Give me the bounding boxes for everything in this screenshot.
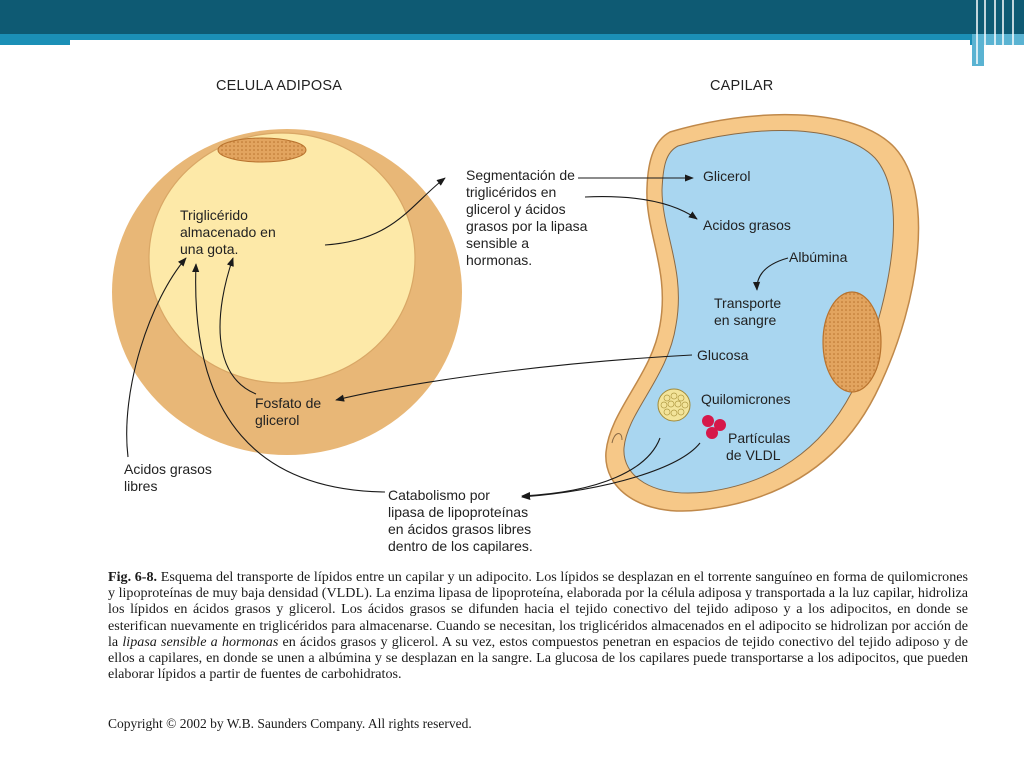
chylomicron-texture: [660, 392, 689, 417]
lipid-transport-diagram: CELULA ADIPOSA CAPILAR Triglicérido alma…: [112, 78, 920, 554]
trigliceridos-line: una gota.: [180, 241, 238, 257]
segmentacion-line: hormonas.: [466, 252, 532, 268]
figure-label: Fig. 6-8.: [108, 569, 158, 585]
acidos-libres-line: libres: [124, 478, 157, 494]
figure-caption: Fig. 6-8. Esquema del transporte de lípi…: [108, 569, 968, 682]
caption-text-part1: Esquema del transporte de lípidos entre …: [108, 569, 968, 650]
corner-stripes: [972, 0, 1024, 70]
segmentacion-line: triglicéridos en: [466, 184, 556, 200]
fosfato-line: glicerol: [255, 412, 299, 428]
transporte-line: Transporte: [714, 295, 781, 311]
header-bar: [0, 0, 1024, 34]
arrows: [126, 174, 789, 500]
trigliceridos-label: Triglicérido almacenado en una gota.: [180, 207, 280, 257]
caption-text-part2: en ácidos grasos y glicerol. A su vez, e…: [108, 633, 968, 683]
segmentacion-line: glicerol y ácidos: [466, 201, 566, 217]
glucosa-label: Glucosa: [697, 347, 749, 363]
segmentacion-label: Segmentación de triglicéridos en glicero…: [466, 167, 591, 268]
albumina-label: Albúmina: [789, 249, 848, 265]
segmentacion-line: sensible a: [466, 235, 529, 251]
vldl-label: Partículas de VLDL: [726, 430, 794, 463]
vldl-line: de VLDL: [726, 447, 781, 463]
adipocyte-nucleus: [217, 137, 307, 163]
catabolismo-line: lipasa de lipoproteínas: [388, 504, 528, 520]
header-accent-gap: [70, 40, 970, 45]
capillary-fold: [611, 433, 623, 444]
transporte-label: Transporte en sangre: [714, 295, 785, 328]
acidos-grasos-label: Acidos grasos: [703, 217, 791, 233]
vldl-line: Partículas: [728, 430, 790, 446]
catabolismo-line: en ácidos grasos libres: [388, 521, 531, 537]
endothelial-nucleus: [822, 291, 882, 393]
fosfato-line: Fosfato de: [255, 395, 321, 411]
vldl-particles: [702, 415, 726, 439]
segmentacion-line: Segmentación de: [466, 167, 575, 183]
lipid-droplet: [148, 132, 416, 384]
catabolismo-label: Catabolismo por lipasa de lipoproteínas …: [388, 487, 535, 554]
catabolismo-line: dentro de los capilares.: [388, 538, 533, 554]
capillary-title: CAPILAR: [710, 78, 773, 94]
capillary-lumen: [623, 129, 894, 494]
caption-italic-term: lipasa sensible a hormonas: [122, 633, 279, 650]
adipose-cell-title: CELULA ADIPOSA: [216, 78, 342, 94]
catabolismo-line: Catabolismo por: [388, 487, 490, 503]
copyright-notice: Copyright © 2002 by W.B. Saunders Compan…: [108, 716, 472, 731]
trigliceridos-line: Triglicérido: [180, 207, 248, 223]
acidos-libres-label: Acidos grasos libres: [124, 461, 216, 494]
fosfato-label: Fosfato de glicerol: [255, 395, 325, 428]
corner-white-block: [984, 45, 1024, 70]
acidos-libres-line: Acidos grasos: [124, 461, 212, 477]
trigliceridos-line: almacenado en: [180, 224, 276, 240]
transporte-line: en sangre: [714, 312, 776, 328]
quilomicrones-label: Quilomicrones: [701, 391, 790, 407]
glicerol-label: Glicerol: [703, 168, 750, 184]
header-accent-bar: [0, 34, 1024, 45]
segmentacion-line: grasos por la lipasa: [466, 218, 588, 234]
